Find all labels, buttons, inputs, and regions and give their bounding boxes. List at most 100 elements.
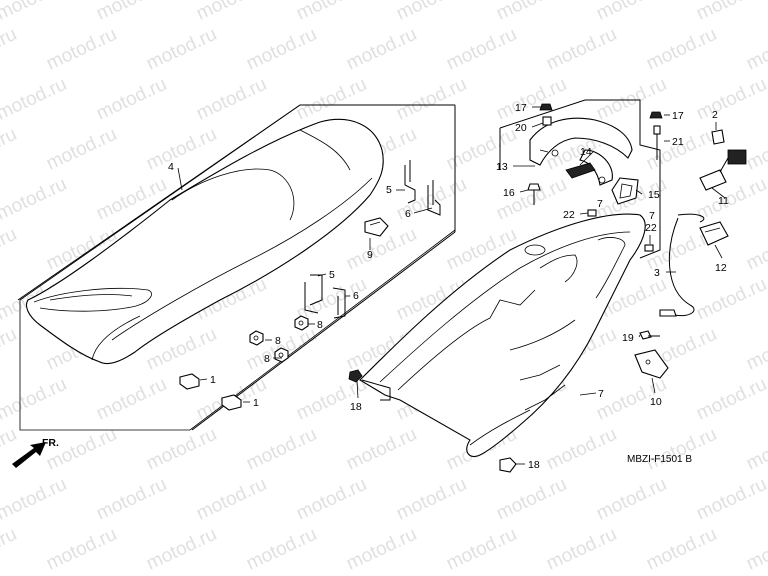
- callout-20: 20: [515, 122, 527, 134]
- watermark-text: motod.ru: [243, 424, 320, 475]
- watermark-text: motod.ru: [693, 274, 768, 325]
- grab-rail[interactable]: [529, 117, 633, 186]
- watermark-text: motod.ru: [143, 424, 220, 475]
- callout-1: 1: [210, 374, 216, 386]
- callout-17: 17: [515, 102, 527, 114]
- watermark-text: motod.ru: [443, 524, 520, 575]
- watermark-text: motod.ru: [643, 24, 720, 75]
- watermark-text: motod.ru: [43, 524, 120, 575]
- watermark-text: motod.ru: [93, 374, 170, 425]
- callout-1: 1: [253, 397, 259, 409]
- watermark-text: motod.ru: [243, 24, 320, 75]
- watermark-text: motod.ru: [193, 0, 270, 25]
- watermark-text: motod.ru: [693, 374, 768, 425]
- callout-6: 6: [405, 208, 411, 220]
- callout-8: 8: [317, 319, 323, 331]
- watermark-text: motod.ru: [43, 124, 120, 175]
- seat-hook-lower[interactable]: [304, 274, 346, 319]
- watermark-text: motod.ru: [0, 224, 20, 275]
- clip-18-upper[interactable]: [348, 369, 391, 401]
- seat-lock-11[interactable]: [699, 149, 747, 191]
- watermark-text: motod.ru: [343, 424, 420, 475]
- watermark-text: motod.ru: [293, 74, 370, 125]
- callout-5: 5: [329, 269, 335, 281]
- watermark-text: motod.ru: [293, 0, 370, 25]
- diagram-code: MBZI-F1501 B: [627, 454, 692, 465]
- callout-13: 13: [496, 161, 508, 173]
- callout-labels: 4 5 6 9 5 6 8 8 8 1 1 17 20 13 14 16 15 …: [168, 102, 729, 471]
- callout-3: 3: [654, 267, 660, 279]
- watermark-text: motod.ru: [393, 0, 470, 25]
- watermark-text: motod.ru: [743, 324, 768, 375]
- callout-22: 22: [563, 209, 575, 221]
- watermark-text: motod.ru: [143, 24, 220, 75]
- watermark-text: motod.ru: [593, 474, 670, 525]
- rubber-14[interactable]: [565, 162, 596, 179]
- watermark-text: motod.ru: [0, 324, 20, 375]
- watermark-text: motod.ru: [493, 74, 570, 125]
- cap-15[interactable]: [611, 177, 639, 205]
- seat-hook-upper[interactable]: [404, 160, 441, 216]
- lock-bracket-12[interactable]: [699, 221, 729, 246]
- watermark-text: motod.ru: [93, 74, 170, 125]
- watermark-text: motod.ru: [0, 124, 20, 175]
- callout-7: 7: [597, 198, 603, 210]
- callout-18: 18: [528, 459, 540, 471]
- watermark-text: motod.ru: [0, 374, 70, 425]
- bolt-16[interactable]: [527, 183, 541, 205]
- watermark-text: motod.ru: [0, 74, 70, 125]
- watermark-text: motod.ru: [693, 74, 768, 125]
- watermark-text: motod.ru: [0, 174, 70, 225]
- callout-2: 2: [712, 109, 718, 121]
- watermark-text: motod.ru: [93, 0, 170, 25]
- callout-5: 5: [386, 184, 392, 196]
- seat-bracket-9[interactable]: [364, 217, 389, 237]
- watermark-text: motod.ru: [143, 124, 220, 175]
- bolt-17-left[interactable]: [539, 103, 553, 126]
- callout-6: 6: [353, 290, 359, 302]
- watermark-text: motod.ru: [543, 524, 620, 575]
- tail-cowl[interactable]: [359, 213, 646, 458]
- callout-7: 7: [649, 210, 655, 222]
- watermark-text: motod.ru: [43, 424, 120, 475]
- callout-9: 9: [367, 249, 373, 261]
- nuts-8[interactable]: [249, 315, 309, 363]
- callout-22: 22: [645, 222, 657, 234]
- watermark-text: motod.ru: [493, 0, 570, 25]
- watermark-text: motod.ru: [493, 174, 570, 225]
- leader-lines: [177, 106, 726, 465]
- callout-19: 19: [622, 332, 634, 344]
- bolt-19[interactable]: [639, 330, 660, 340]
- seat-group: [17, 104, 456, 431]
- clip-18-lower[interactable]: [499, 457, 517, 473]
- callout-11: 11: [718, 195, 729, 207]
- key-2[interactable]: [711, 129, 725, 145]
- watermark-text: motod.ru: [43, 24, 120, 75]
- watermark-text: motod.ru: [293, 474, 370, 525]
- watermark-text: motod.ru: [393, 74, 470, 125]
- watermark-text: motod.ru: [443, 24, 520, 75]
- bolt-17-right[interactable]: [649, 111, 663, 160]
- watermark-text: motod.ru: [0, 524, 20, 575]
- stay-10[interactable]: [634, 349, 669, 379]
- callout-8: 8: [275, 335, 281, 347]
- watermark-text: motod.ru: [343, 524, 420, 575]
- watermark-text: motod.ru: [543, 424, 620, 475]
- dampers-1[interactable]: [179, 373, 242, 411]
- watermark-text: motod.ru: [743, 124, 768, 175]
- callout-21: 21: [672, 136, 684, 148]
- watermark-text: motod.ru: [743, 24, 768, 75]
- watermark-text: motod.ru: [493, 474, 570, 525]
- watermark-text: motod.ru: [93, 474, 170, 525]
- watermark-text: motod.ru: [743, 424, 768, 475]
- watermark-text: motod.ru: [243, 524, 320, 575]
- watermark-text: motod.ru: [193, 474, 270, 525]
- cable-3[interactable]: [659, 213, 705, 317]
- watermark-text: motod.ru: [293, 374, 370, 425]
- watermark-text: motod.ru: [643, 424, 720, 475]
- watermark-text: motod.ru: [393, 474, 470, 525]
- front-arrow-label: FR.: [42, 437, 59, 449]
- front-arrow: FR.: [12, 437, 59, 468]
- seat[interactable]: [25, 118, 384, 365]
- tail-cowl-group: [348, 99, 747, 473]
